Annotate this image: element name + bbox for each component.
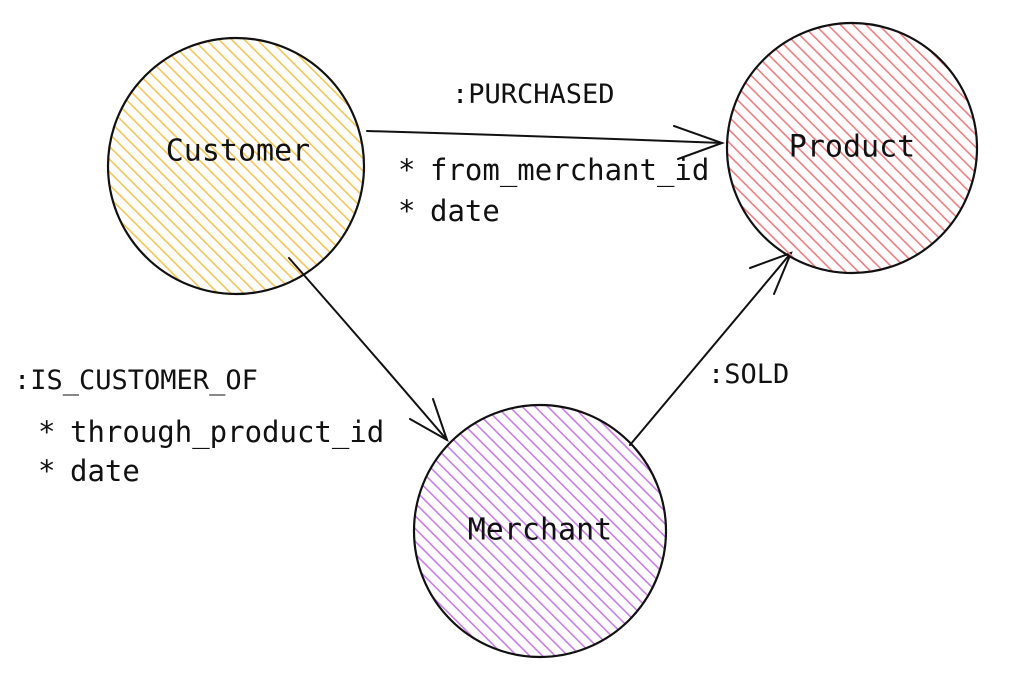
property-bullet: * bbox=[38, 454, 55, 488]
node-product-fill bbox=[727, 23, 977, 273]
edge-is-customer-of-line bbox=[288, 257, 448, 441]
node-customer-fill bbox=[108, 38, 364, 294]
node-product[interactable]: Product bbox=[725, 21, 979, 275]
property-item: from_merchant_id bbox=[430, 153, 709, 188]
edge-purchased bbox=[366, 125, 725, 160]
edge-purchased-properties: * from_merchant_id * date bbox=[398, 153, 709, 228]
edge-sold bbox=[629, 251, 793, 446]
edge-is-customer-of-properties: * through_product_id * date bbox=[38, 415, 384, 488]
node-merchant[interactable]: Merchant bbox=[412, 403, 668, 659]
node-merchant-label: Merchant bbox=[468, 513, 613, 548]
node-customer[interactable]: Customer bbox=[106, 36, 366, 296]
edge-is-customer-of bbox=[288, 257, 449, 443]
property-item: through_product_id bbox=[70, 415, 384, 450]
node-merchant-outline bbox=[412, 403, 668, 659]
edge-is-customer-of-arrowhead bbox=[409, 398, 449, 443]
edge-sold-label: :SOLD bbox=[708, 359, 789, 390]
edge-is-customer-of-label: :IS_CUSTOMER_OF bbox=[14, 365, 258, 396]
edge-purchased-line bbox=[366, 130, 723, 144]
property-item: date bbox=[430, 194, 500, 228]
node-product-label: Product bbox=[789, 130, 915, 165]
node-customer-label: Customer bbox=[166, 134, 311, 169]
edge-purchased-label: :PURCHASED bbox=[452, 79, 615, 110]
property-bullet: * bbox=[38, 415, 55, 449]
node-customer-outline bbox=[106, 36, 366, 296]
property-bullet: * bbox=[398, 194, 415, 228]
edge-purchased-arrowhead bbox=[673, 125, 725, 160]
property-bullet: * bbox=[398, 153, 415, 187]
node-merchant-fill bbox=[414, 405, 666, 657]
property-item: date bbox=[70, 454, 140, 488]
node-product-outline bbox=[725, 21, 979, 275]
edge-sold-line bbox=[629, 252, 792, 446]
